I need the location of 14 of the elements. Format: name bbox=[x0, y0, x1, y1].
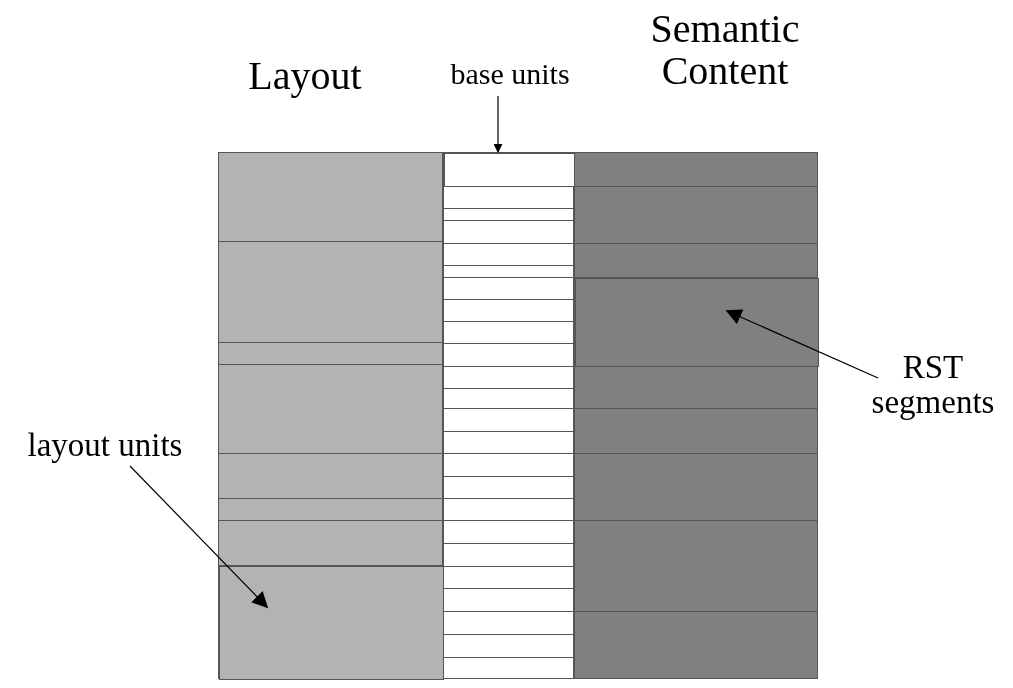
leader-line bbox=[725, 309, 879, 379]
layout-column bbox=[218, 152, 443, 679]
column-heading: Semantic Content bbox=[649, 8, 801, 92]
column-heading: Layout bbox=[247, 55, 363, 97]
segment-column bbox=[574, 152, 818, 679]
leader-line bbox=[493, 95, 503, 153]
leader-line bbox=[129, 465, 269, 609]
layout-unit bbox=[219, 566, 444, 680]
callout-label: base units bbox=[430, 58, 590, 90]
base-unit bbox=[444, 153, 575, 187]
base-unit-column bbox=[443, 152, 574, 679]
callout-label: layout units bbox=[15, 428, 195, 463]
rst-segment bbox=[575, 278, 819, 367]
callout-label: RST segments bbox=[858, 350, 1008, 420]
